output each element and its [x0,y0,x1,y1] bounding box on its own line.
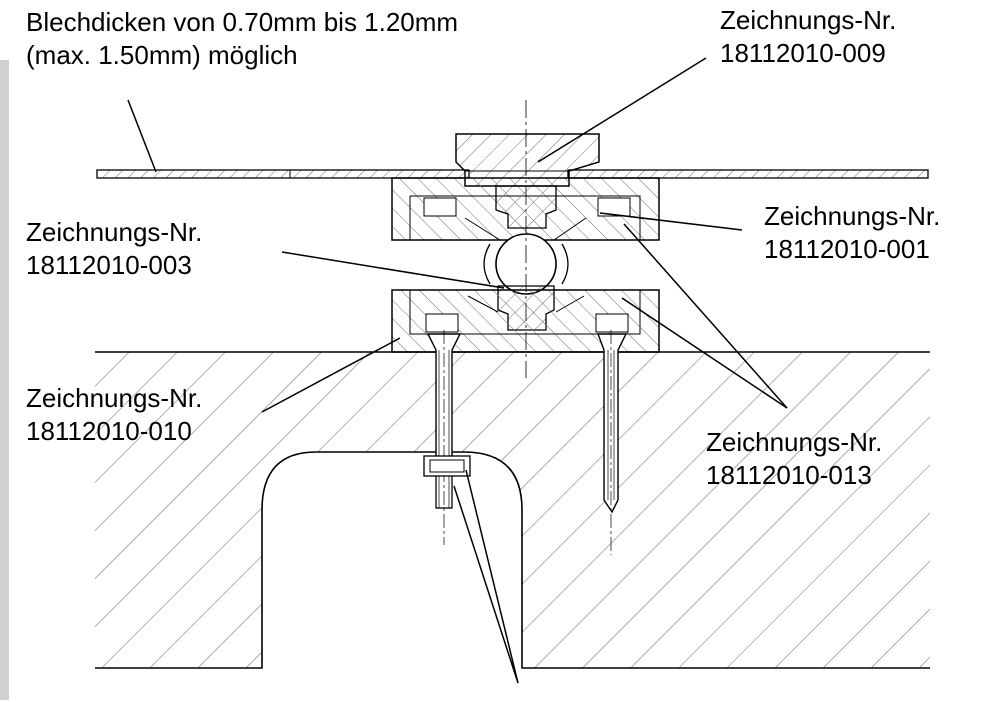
callout-sheet-thickness-line1: Blechdicken von 0.70mm bis 1.20mm [26,7,459,37]
callout-drawing-003-line2: 18112010-003 [26,250,192,280]
callout-drawing-009: Zeichnungs-Nr. 18112010-009 [720,4,896,70]
sheet-right [567,169,929,179]
callout-drawing-013-line2: 18112010-013 [706,460,872,490]
callout-drawing-009-line2: 18112010-009 [720,38,886,68]
callout-sheet-thickness: Blechdicken von 0.70mm bis 1.20mm (max. … [26,6,458,72]
ball-joint-stem [495,185,557,229]
left-edge-strip [0,60,9,700]
callout-sheet-thickness-line2: (max. 1.50mm) möglich [26,40,298,70]
callout-drawing-013: Zeichnungs-Nr. 18112010-013 [706,426,882,492]
callout-drawing-013-line1: Zeichnungs-Nr. [706,427,883,457]
callout-drawing-003-line1: Zeichnungs-Nr. [26,217,203,247]
base-body [95,352,930,668]
callout-drawing-010-line2: 18112010-010 [26,416,192,446]
callout-drawing-001-line2: 18112010-001 [764,234,930,264]
callout-drawing-009-line1: Zeichnungs-Nr. [720,5,897,35]
left-screw-nut [423,455,471,477]
callout-drawing-010: Zeichnungs-Nr. 18112010-010 [26,382,202,448]
callout-drawing-010-line1: Zeichnungs-Nr. [26,383,203,413]
callout-drawing-001-line1: Zeichnungs-Nr. [764,201,941,231]
callout-drawing-003: Zeichnungs-Nr. 18112010-003 [26,216,202,282]
callout-drawing-001: Zeichnungs-Nr. 18112010-001 [764,200,940,266]
sheet-left [96,169,470,179]
leader-lines [127,57,788,684]
right-screw [596,333,628,514]
